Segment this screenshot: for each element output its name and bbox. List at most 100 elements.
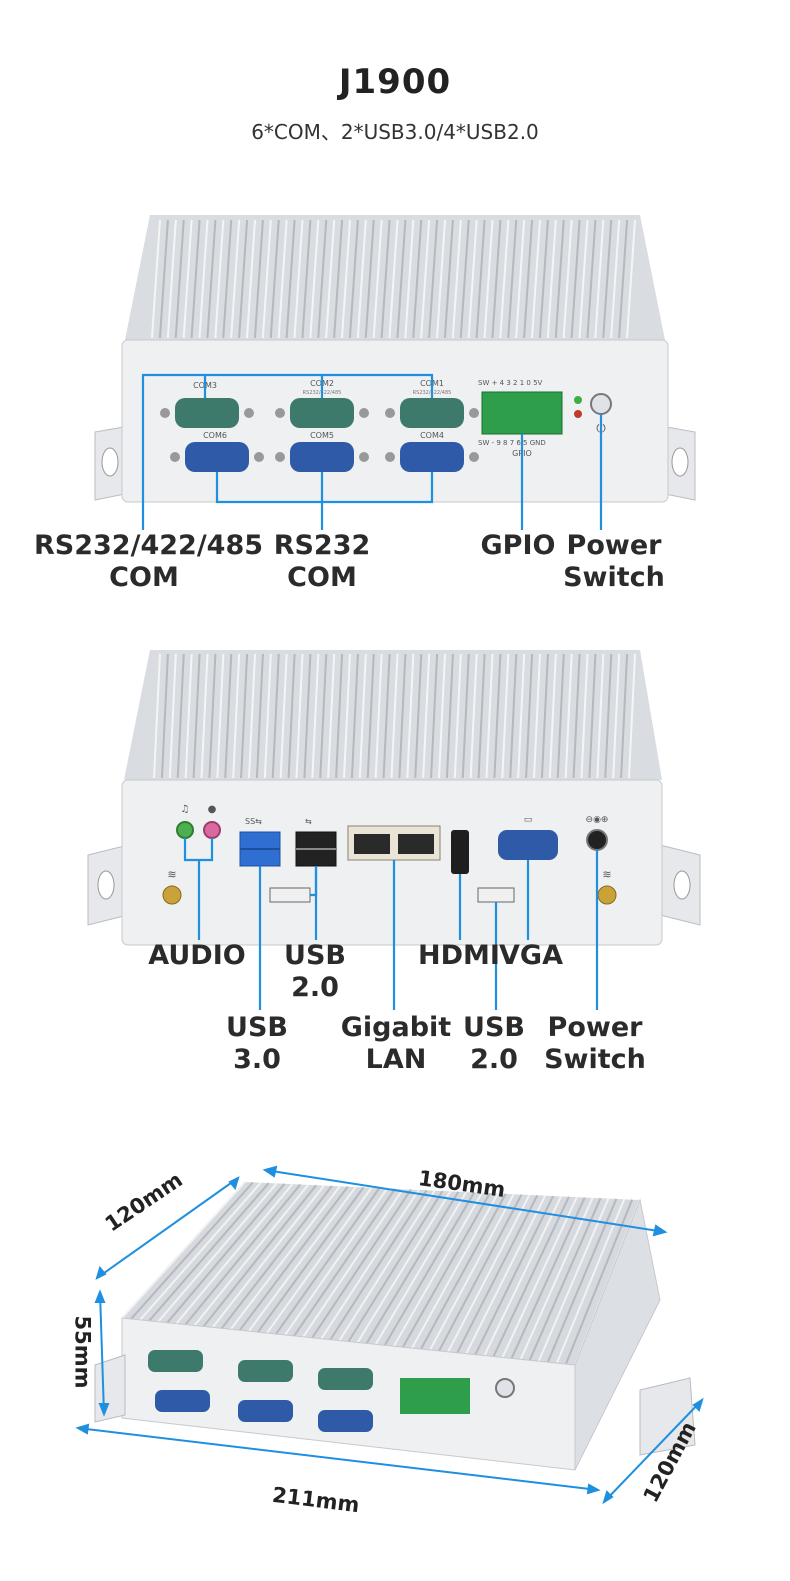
- heatsink-fin: [192, 653, 201, 779]
- heatsink-fin: [230, 219, 241, 339]
- callout-rs232-line2: COM: [287, 562, 357, 593]
- heatsink-fin: [420, 1193, 507, 1350]
- dimensions-section: 180mm 120mm 55mm 211mm 120mm: [0, 1150, 790, 1570]
- com4-label: COM4: [420, 431, 444, 440]
- audio-out-jack: [176, 821, 194, 839]
- heatsink-fin: [303, 653, 312, 779]
- heatsink-fin: [208, 653, 217, 779]
- heatsink-fin: [555, 1198, 626, 1364]
- heatsink-fin: [533, 653, 541, 779]
- usb3-ss-icon: SS⇆: [245, 817, 262, 826]
- heatsink-fin: [202, 1184, 317, 1328]
- heatsink-fin: [347, 1190, 444, 1343]
- callout-hdmi: HDMI: [418, 940, 500, 971]
- page-title: J1900: [338, 62, 452, 102]
- heatsink-fin: [175, 1183, 294, 1325]
- heatsink-fin: [517, 653, 526, 779]
- heatsink-fin: [224, 653, 233, 779]
- heatsink-fin: [220, 1185, 333, 1329]
- chassis-rear: [121, 779, 663, 946]
- heatsink-fin: [474, 1195, 554, 1356]
- heatsink-fin: [157, 1182, 278, 1323]
- heatsink-fin: [184, 1183, 302, 1326]
- heatsink-fin: [229, 1185, 341, 1330]
- heatsink-fin: [232, 653, 241, 779]
- heatsink-fin: [311, 653, 320, 779]
- heatsink-fin: [174, 219, 185, 339]
- heatsink-fin: [248, 653, 256, 779]
- heatsink-fin: [366, 653, 375, 779]
- heatsink-fin: [538, 219, 549, 339]
- heatsink-fin: [248, 1186, 357, 1332]
- heatsink-fin: [420, 219, 431, 339]
- heatsink-fin: [153, 653, 161, 779]
- heatsink-fin: [380, 219, 391, 339]
- heatsink-fin: [275, 1187, 381, 1335]
- heatsink-fin: [383, 1191, 475, 1346]
- chassis-side-iso: [574, 1198, 661, 1471]
- heatsink-fin: [255, 653, 264, 779]
- callout-gpio: GPIO: [480, 530, 556, 561]
- heatsink-fin: [483, 219, 494, 339]
- heatsink-fin: [257, 1186, 365, 1333]
- heatsink-fin: [319, 653, 328, 779]
- callout-power-switch-front: Power Switch: [560, 530, 668, 594]
- heatsink-fin: [301, 219, 312, 339]
- heatsink-fin: [602, 219, 613, 339]
- front-panel-illustration: COM3 COM2 RS232/422/485 COM1 RS232/422/4…: [94, 215, 696, 530]
- heatsink-fin: [168, 653, 177, 779]
- heatsink-fin: [510, 1197, 586, 1359]
- heatsink-fin: [285, 219, 296, 339]
- heatsink-fin: [269, 219, 280, 339]
- heatsink-fin: [493, 653, 502, 779]
- heatsink-fin: [596, 653, 605, 779]
- callout-power-front-line2: Switch: [563, 562, 665, 593]
- heatsink-fin: [311, 1189, 412, 1339]
- heatsink-fin: [456, 1194, 539, 1354]
- callout-rs232-line1: RS232: [273, 530, 371, 561]
- vga-port: [498, 830, 558, 860]
- callout-usb30: USB 3.0: [222, 1012, 292, 1076]
- heatsink-fin: [467, 219, 478, 339]
- heatsink-fin: [453, 653, 462, 779]
- heatsink-fin: [348, 219, 359, 339]
- heatsink-fin: [594, 219, 605, 339]
- heatsink-fin: [572, 653, 581, 779]
- heatsink-fin: [430, 653, 439, 779]
- heatsink-fin: [279, 653, 288, 779]
- dimension-height: 55mm: [70, 1315, 95, 1389]
- heatsink-fin: [338, 1190, 436, 1342]
- heatsink-fin: [443, 219, 454, 339]
- usb2-port-left: [269, 887, 311, 903]
- heatsink-fin: [620, 653, 629, 779]
- heatsink-fin: [206, 219, 217, 339]
- heatsink-fin: [398, 653, 407, 779]
- com5-port: [275, 442, 369, 472]
- gpio-terminal-block: [481, 391, 563, 435]
- front-panel-section: COM3 COM2 RS232/422/485 COM1 RS232/422/4…: [0, 200, 790, 620]
- heatsink-fin: [580, 653, 589, 779]
- heatsink-fin: [612, 653, 621, 779]
- heatsink-fin: [325, 219, 336, 339]
- antenna-right: [597, 885, 617, 905]
- heatsink-fin: [350, 653, 359, 779]
- heatsink-fin: [507, 219, 518, 339]
- heatsink-fin: [618, 219, 629, 339]
- heatsink-fin: [396, 219, 407, 339]
- com5-label: COM5: [310, 431, 334, 440]
- heatsink-fin: [335, 653, 344, 779]
- heatsink-fin: [492, 1196, 570, 1357]
- callout-power-rear-line1: Power: [547, 1012, 643, 1043]
- heatsink-fin: [438, 1194, 523, 1352]
- heatsink-fin: [588, 653, 597, 779]
- wifi-icon-right: ≋: [602, 868, 611, 881]
- antenna-left: [162, 885, 182, 905]
- heatsink-fin: [428, 219, 439, 339]
- callout-rs232-422-485: RS232/422/485 COM: [34, 530, 263, 594]
- callout-vga: VGA: [499, 940, 563, 971]
- heatsink-fin: [271, 653, 280, 779]
- callout-lan-line2: LAN: [365, 1044, 427, 1075]
- heatsink-fin: [485, 653, 494, 779]
- heatsink-fin: [302, 1188, 404, 1338]
- heatsink-fin: [540, 653, 549, 779]
